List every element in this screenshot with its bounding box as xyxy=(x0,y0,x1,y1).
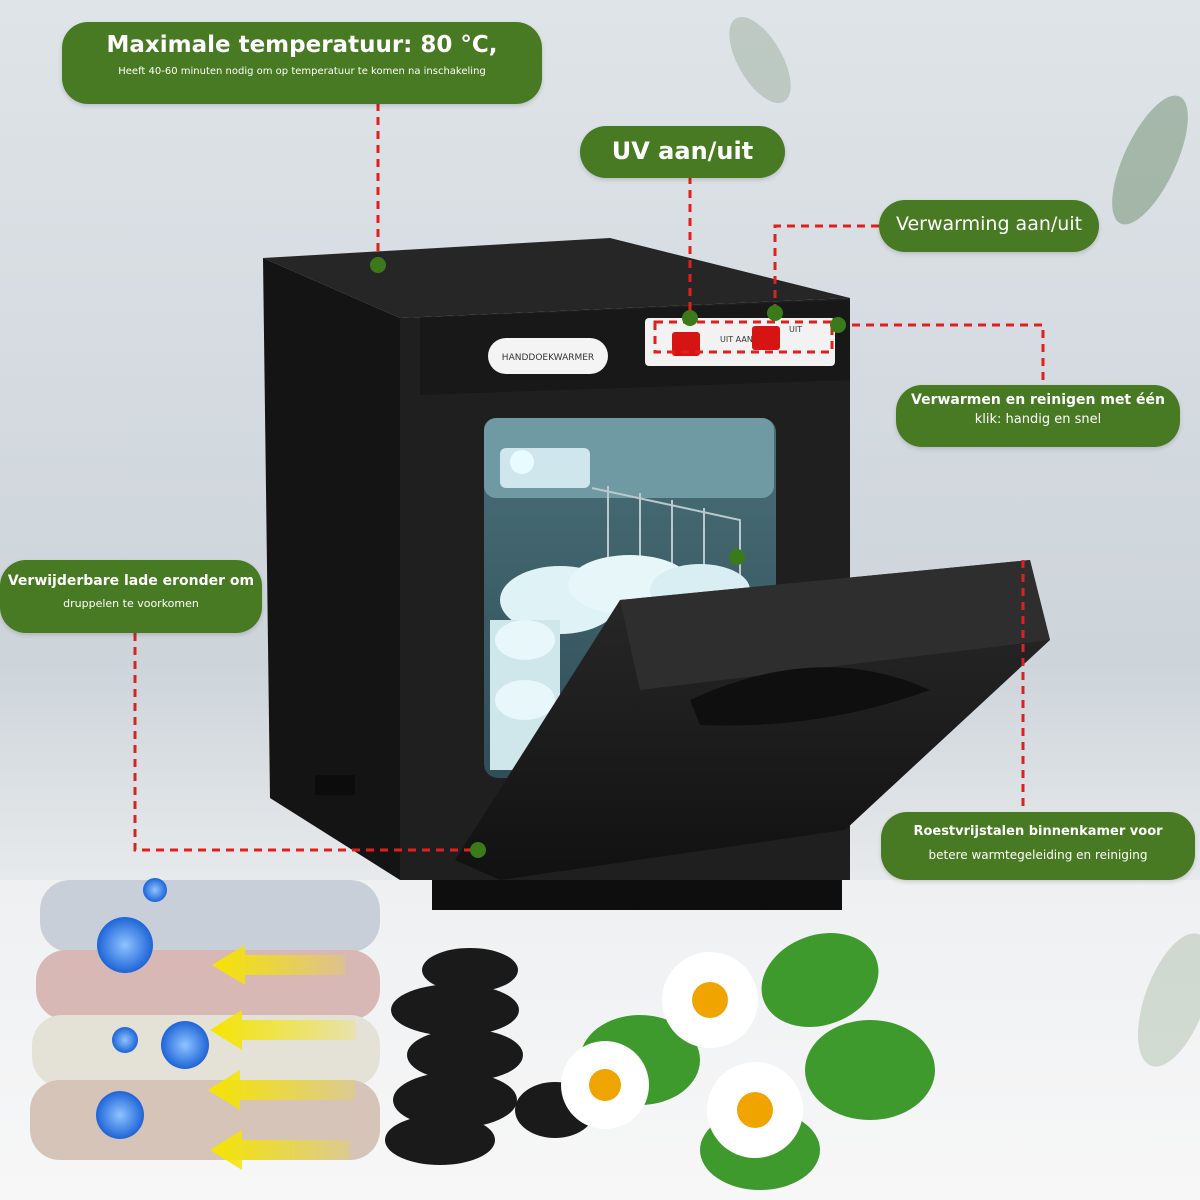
callout-chamber: Roestvrijstalen binnenkamer voor betere … xyxy=(881,812,1195,880)
callout-max-temperature-title: Maximale temperatuur: 80 °C, xyxy=(106,32,498,58)
arrow-icon xyxy=(208,945,355,1170)
callout-drawer-line2: druppelen te voorkomen xyxy=(63,597,199,610)
callout-one-click-line2: klik: handig en snel xyxy=(974,412,1102,427)
daisy-flower xyxy=(561,952,803,1158)
callout-max-temperature-subtitle: Heeft 40-60 minuten nodig om op temperat… xyxy=(118,66,486,77)
open-door xyxy=(455,560,1050,880)
callout-chamber-line2: betere warmtegeleiding en reiniging xyxy=(928,848,1148,862)
leader-lines xyxy=(133,103,1045,852)
uv-switch-text: UIT AAN xyxy=(720,335,753,344)
uv-switch[interactable] xyxy=(672,332,700,356)
heating-switch-text: UIT xyxy=(789,325,802,334)
virus-icon xyxy=(96,878,209,1139)
uv-lamp xyxy=(510,450,534,474)
callout-max-temperature: Maximale temperatuur: 80 °C, Heeft 40-60… xyxy=(62,22,542,104)
callout-chamber-line1: Roestvrijstalen binnenkamer voor xyxy=(913,824,1163,839)
anchor-dots xyxy=(370,257,846,858)
spa-stone xyxy=(385,948,595,1165)
switch-panel xyxy=(645,318,835,366)
callout-uv: UV aan/uit xyxy=(580,126,785,178)
callout-drawer-line1: Verwijderbare lade eronder om xyxy=(7,573,255,589)
leaf xyxy=(1112,95,1188,225)
callout-drawer: Verwijderbare lade eronder om druppelen … xyxy=(0,560,262,633)
callout-heating-title: Verwarming aan/uit xyxy=(895,213,1083,235)
callout-one-click: Verwarmen en reinigen met één klik: hand… xyxy=(896,385,1180,447)
heating-switch[interactable] xyxy=(752,326,780,350)
leaf xyxy=(1138,933,1200,1067)
callout-one-click-line1: Verwarmen en reinigen met één xyxy=(911,392,1165,408)
name-plate-text: HANDDOEKWARMER xyxy=(502,353,594,363)
door-handle xyxy=(690,667,930,726)
callout-uv-title: UV aan/uit xyxy=(611,137,754,165)
leaf xyxy=(729,17,791,103)
name-plate xyxy=(488,338,608,374)
callout-heating: Verwarming aan/uit xyxy=(879,200,1099,252)
